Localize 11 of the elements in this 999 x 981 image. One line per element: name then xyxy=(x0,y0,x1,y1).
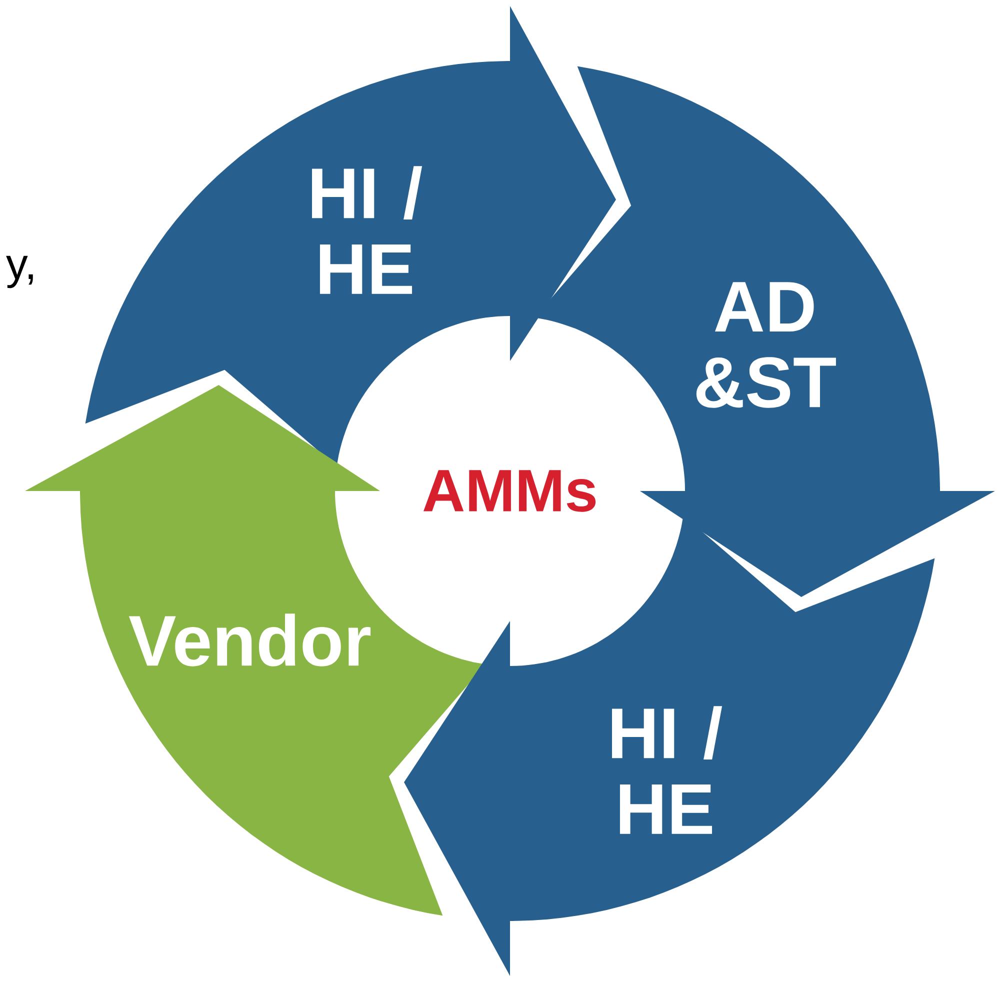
node-label: HI / HE xyxy=(612,706,722,834)
arrowhead xyxy=(404,620,514,976)
node-label: HI / HE xyxy=(312,166,422,294)
node-label: Vendor xyxy=(128,614,371,666)
arrowhead xyxy=(25,384,380,495)
cut-off-text: y, xyxy=(6,256,33,288)
ring-segment: HI / HE xyxy=(510,515,935,921)
arrowhead xyxy=(506,6,616,361)
ring-segment: HI / HE xyxy=(85,61,510,467)
arrowhead xyxy=(640,487,995,597)
node-label: AD &ST xyxy=(696,282,836,408)
